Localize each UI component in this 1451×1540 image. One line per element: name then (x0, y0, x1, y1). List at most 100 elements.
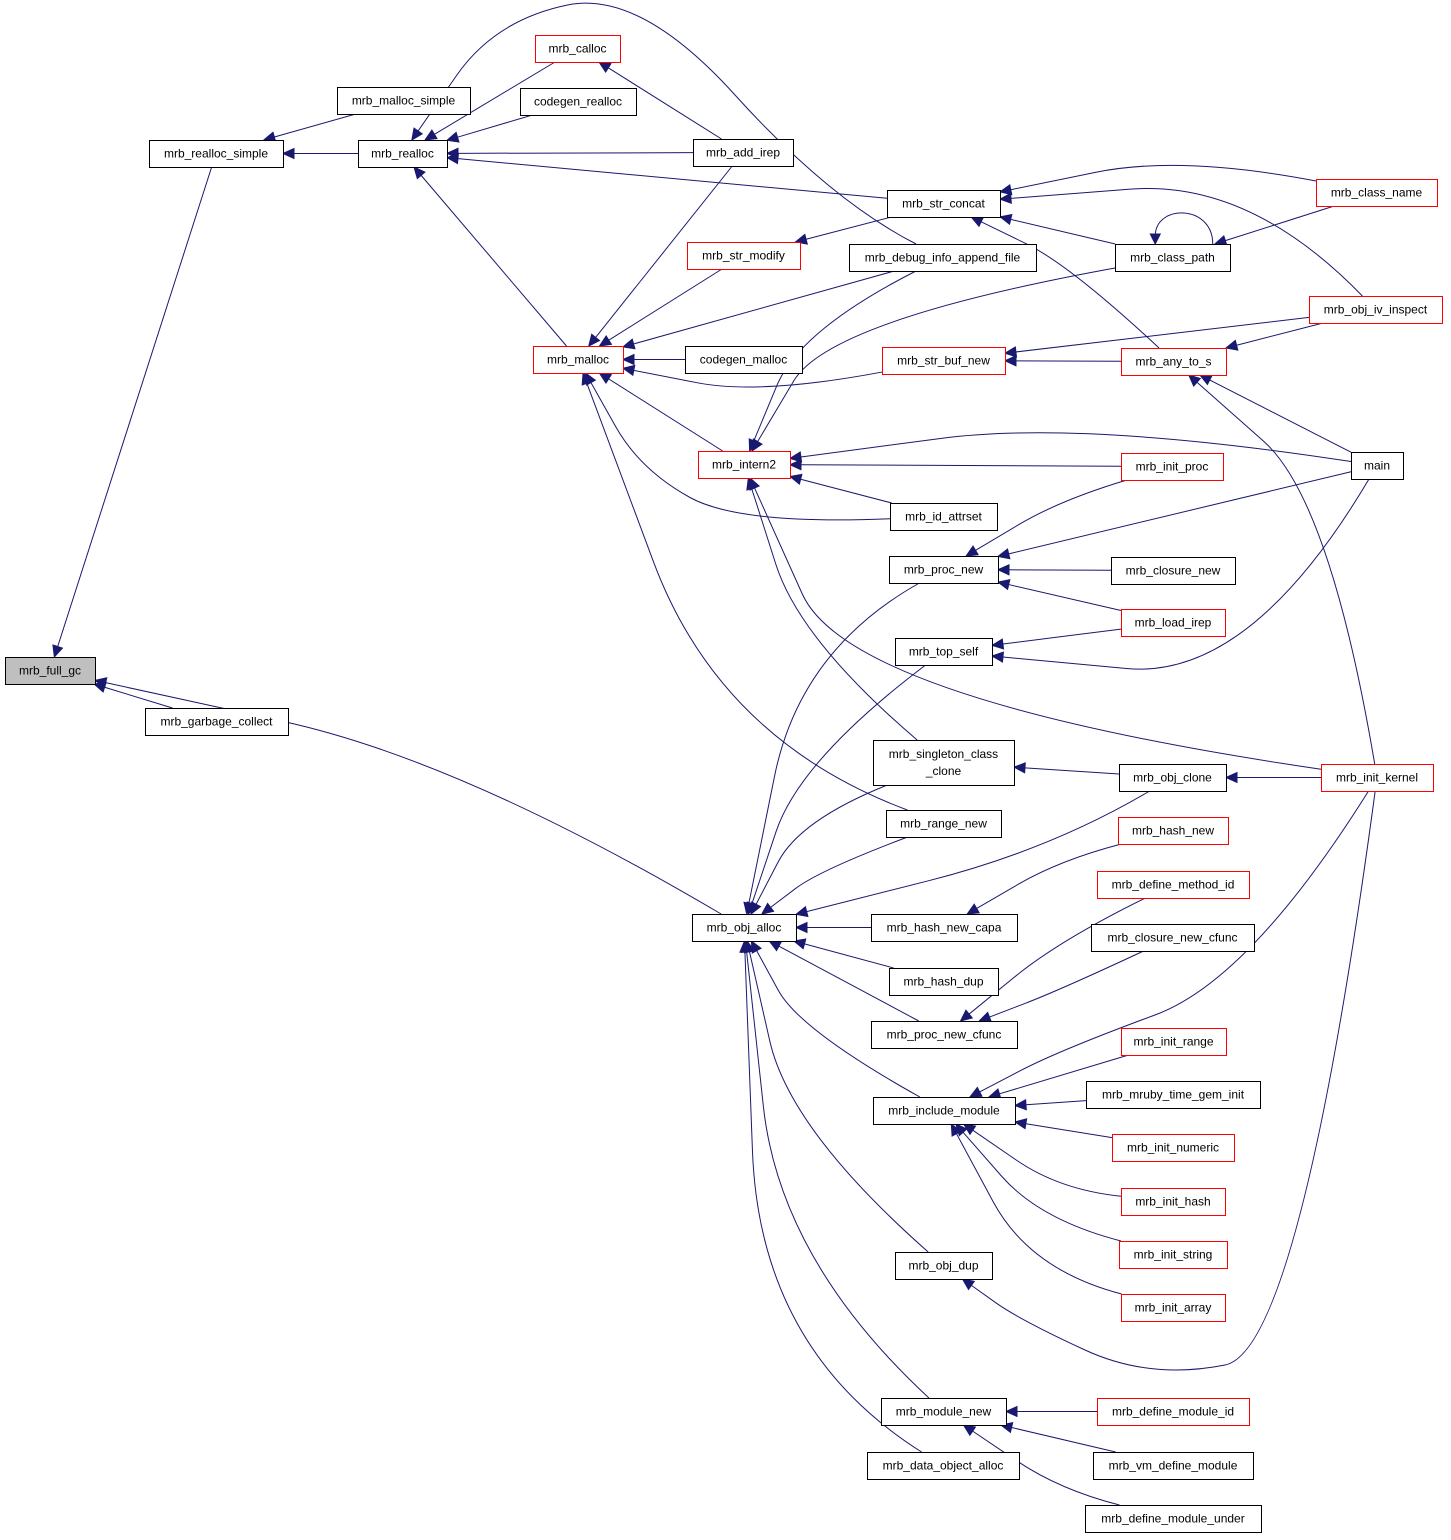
node-mrb-garbage-collect[interactable]: mrb_garbage_collect (145, 708, 289, 736)
edge-line (586, 383, 908, 811)
node-main[interactable]: main (1351, 452, 1404, 480)
node-mrb-hash-new-capa[interactable]: mrb_hash_new_capa (871, 914, 1018, 942)
node-mrb-module-new[interactable]: mrb_module_new (881, 1398, 1007, 1426)
node-mrb-define-module-id[interactable]: mrb_define_module_id (1097, 1398, 1250, 1426)
node-mrb-obj-clone[interactable]: mrb_obj_clone (1119, 764, 1227, 792)
node-mrb-debug-info-append-file[interactable]: mrb_debug_info_append_file (849, 244, 1037, 272)
node-mrb-define-module-under[interactable]: mrb_define_module_under (1085, 1505, 1262, 1533)
edge-mrb_range_new-to-mrb_malloc (581, 371, 908, 811)
node-mrb-obj-alloc[interactable]: mrb_obj_alloc (692, 914, 797, 942)
arrowhead (1013, 1098, 1027, 1111)
edge-mrb_init_proc-to-mrb_proc_new (965, 479, 1128, 557)
edge-line (1225, 205, 1335, 242)
node-mrb-hash-dup[interactable]: mrb_hash_dup (889, 968, 999, 996)
node-mrb-realloc-simple[interactable]: mrb_realloc_simple (149, 140, 284, 168)
edge-line (1209, 379, 1352, 453)
node-box (693, 139, 794, 167)
node-mrb-add-irep[interactable]: mrb_add_irep (693, 139, 794, 167)
node-mrb-load-irep[interactable]: mrb_load_irep (1121, 609, 1226, 637)
node-mrb-define-method-id[interactable]: mrb_define_method_id (1097, 871, 1250, 899)
node-box (1091, 924, 1255, 952)
edge-mrb_range_new-to-mrb_obj_alloc (760, 836, 908, 915)
edge-mrb_init_kernel-to-mrb_intern2 (749, 476, 1322, 770)
node-codegen-realloc[interactable]: codegen_realloc (520, 88, 637, 116)
node-box (1112, 1134, 1235, 1162)
node-mrb-str-modify[interactable]: mrb_str_modify (687, 242, 801, 270)
arrowhead (1012, 762, 1026, 774)
node-box (1316, 179, 1438, 207)
node-mrb-proc-new-cfunc[interactable]: mrb_proc_new_cfunc (871, 1021, 1018, 1049)
arrowhead (794, 921, 808, 934)
node-label: mrb_proc_new_cfunc (887, 1028, 1002, 1042)
node-mrb-calloc[interactable]: mrb_calloc (535, 35, 621, 63)
node-label: mrb_add_irep (706, 146, 780, 160)
node-mrb-hash-new[interactable]: mrb_hash_new (1118, 817, 1229, 845)
node-label: codegen_malloc (700, 353, 787, 367)
node-mrb-init-range[interactable]: mrb_init_range (1121, 1028, 1227, 1056)
arrowhead (739, 939, 751, 953)
node-mrb-proc-new[interactable]: mrb_proc_new (889, 556, 999, 584)
node-mrb-closure-new-cfunc[interactable]: mrb_closure_new_cfunc (1091, 924, 1255, 952)
node-mrb-data-object-alloc[interactable]: mrb_data_object_alloc (867, 1452, 1020, 1480)
node-mrb-init-kernel[interactable]: mrb_init_kernel (1321, 764, 1434, 792)
node-mrb-init-proc[interactable]: mrb_init_proc (1121, 453, 1224, 481)
node-label: mrb_any_to_s (1135, 355, 1211, 369)
node-mrb-init-array[interactable]: mrb_init_array (1121, 1294, 1226, 1322)
node-box (867, 1452, 1020, 1480)
edge-line (999, 1054, 1129, 1095)
node-box (149, 140, 284, 168)
node-box (890, 503, 998, 531)
node-mrb-obj-dup[interactable]: mrb_obj_dup (895, 1252, 993, 1280)
node-mrb-str-buf-new[interactable]: mrb_str_buf_new (882, 347, 1006, 375)
node-mrb-obj-iv-inspect[interactable]: mrb_obj_iv_inspect (1309, 296, 1443, 324)
arrowhead (998, 183, 1013, 196)
edge-line (1025, 1100, 1087, 1106)
arrowhead (996, 579, 1011, 591)
edge-line (434, 61, 556, 135)
edge-line (1002, 628, 1122, 645)
arrowhead (1149, 233, 1162, 246)
node-mrb-malloc-simple[interactable]: mrb_malloc_simple (337, 87, 471, 115)
node-box (1121, 1188, 1226, 1216)
node-mrb-top-self[interactable]: mrb_top_self (895, 638, 993, 666)
node-mrb-id-attrset[interactable]: mrb_id_attrset (890, 503, 998, 531)
node-mrb-vm-define-module[interactable]: mrb_vm_define_module (1093, 1452, 1254, 1480)
node-label: mrb_load_irep (1135, 616, 1212, 630)
node-mrb-class-name[interactable]: mrb_class_name (1316, 179, 1438, 207)
arrowhead (52, 644, 64, 659)
node-mrb-init-hash[interactable]: mrb_init_hash (1121, 1188, 1226, 1216)
node-label: mrb_calloc (548, 42, 606, 56)
node-mrb-include-module[interactable]: mrb_include_module (873, 1097, 1016, 1125)
node-mrb-full-gc[interactable]: mrb_full_gc (5, 657, 96, 685)
node-box (873, 1097, 1016, 1125)
node-mrb-intern2[interactable]: mrb_intern2 (698, 451, 791, 479)
node-mrb-closure-new[interactable]: mrb_closure_new (1111, 557, 1236, 585)
edge-mrb_load_irep-to-mrb_proc_new (996, 579, 1122, 611)
edges-layer (52, 2, 1376, 1506)
edge-mrb_id_attrset-to-mrb_malloc (584, 371, 891, 521)
node-mrb-init-numeric[interactable]: mrb_init_numeric (1112, 1134, 1235, 1162)
node-label: mrb_init_string (1134, 1248, 1213, 1262)
node-mrb-mruby-time-gem-init[interactable]: mrb_mruby_time_gem_init (1086, 1081, 1261, 1109)
arrowhead (961, 1278, 976, 1291)
arrowhead (411, 127, 424, 141)
node-mrb-class-path[interactable]: mrb_class_path (1115, 244, 1231, 272)
arrowhead (281, 147, 295, 160)
edge-line (962, 1131, 1122, 1242)
node-mrb-singleton-class-clone[interactable]: mrb_singleton_class_clone (873, 740, 1015, 786)
edge-mrb_init_string-to-mrb_include_module (955, 1123, 1122, 1242)
node-codegen-malloc[interactable]: codegen_malloc (685, 346, 803, 374)
node-mrb-range-new[interactable]: mrb_range_new (886, 810, 1002, 838)
edge-mrb_class_name-to-mrb_class_path (1213, 205, 1335, 247)
node-mrb-str-concat[interactable]: mrb_str_concat (887, 190, 1001, 218)
node-mrb-any-to-s[interactable]: mrb_any_to_s (1121, 348, 1227, 376)
edge-line (980, 221, 1160, 349)
edge-mrb_obj_iv_inspect-to-mrb_str_buf_new (1003, 316, 1310, 358)
arrowhead (968, 1086, 983, 1098)
edge-mrb_include_module-to-mrb_obj_alloc (750, 939, 921, 1098)
node-box (886, 810, 1002, 838)
node-mrb-malloc[interactable]: mrb_malloc (533, 346, 624, 374)
node-mrb-init-string[interactable]: mrb_init_string (1119, 1241, 1228, 1269)
node-mrb-realloc[interactable]: mrb_realloc (358, 140, 448, 168)
edge-mrb_debug_info_append_file-to-mrb_malloc (621, 270, 895, 350)
